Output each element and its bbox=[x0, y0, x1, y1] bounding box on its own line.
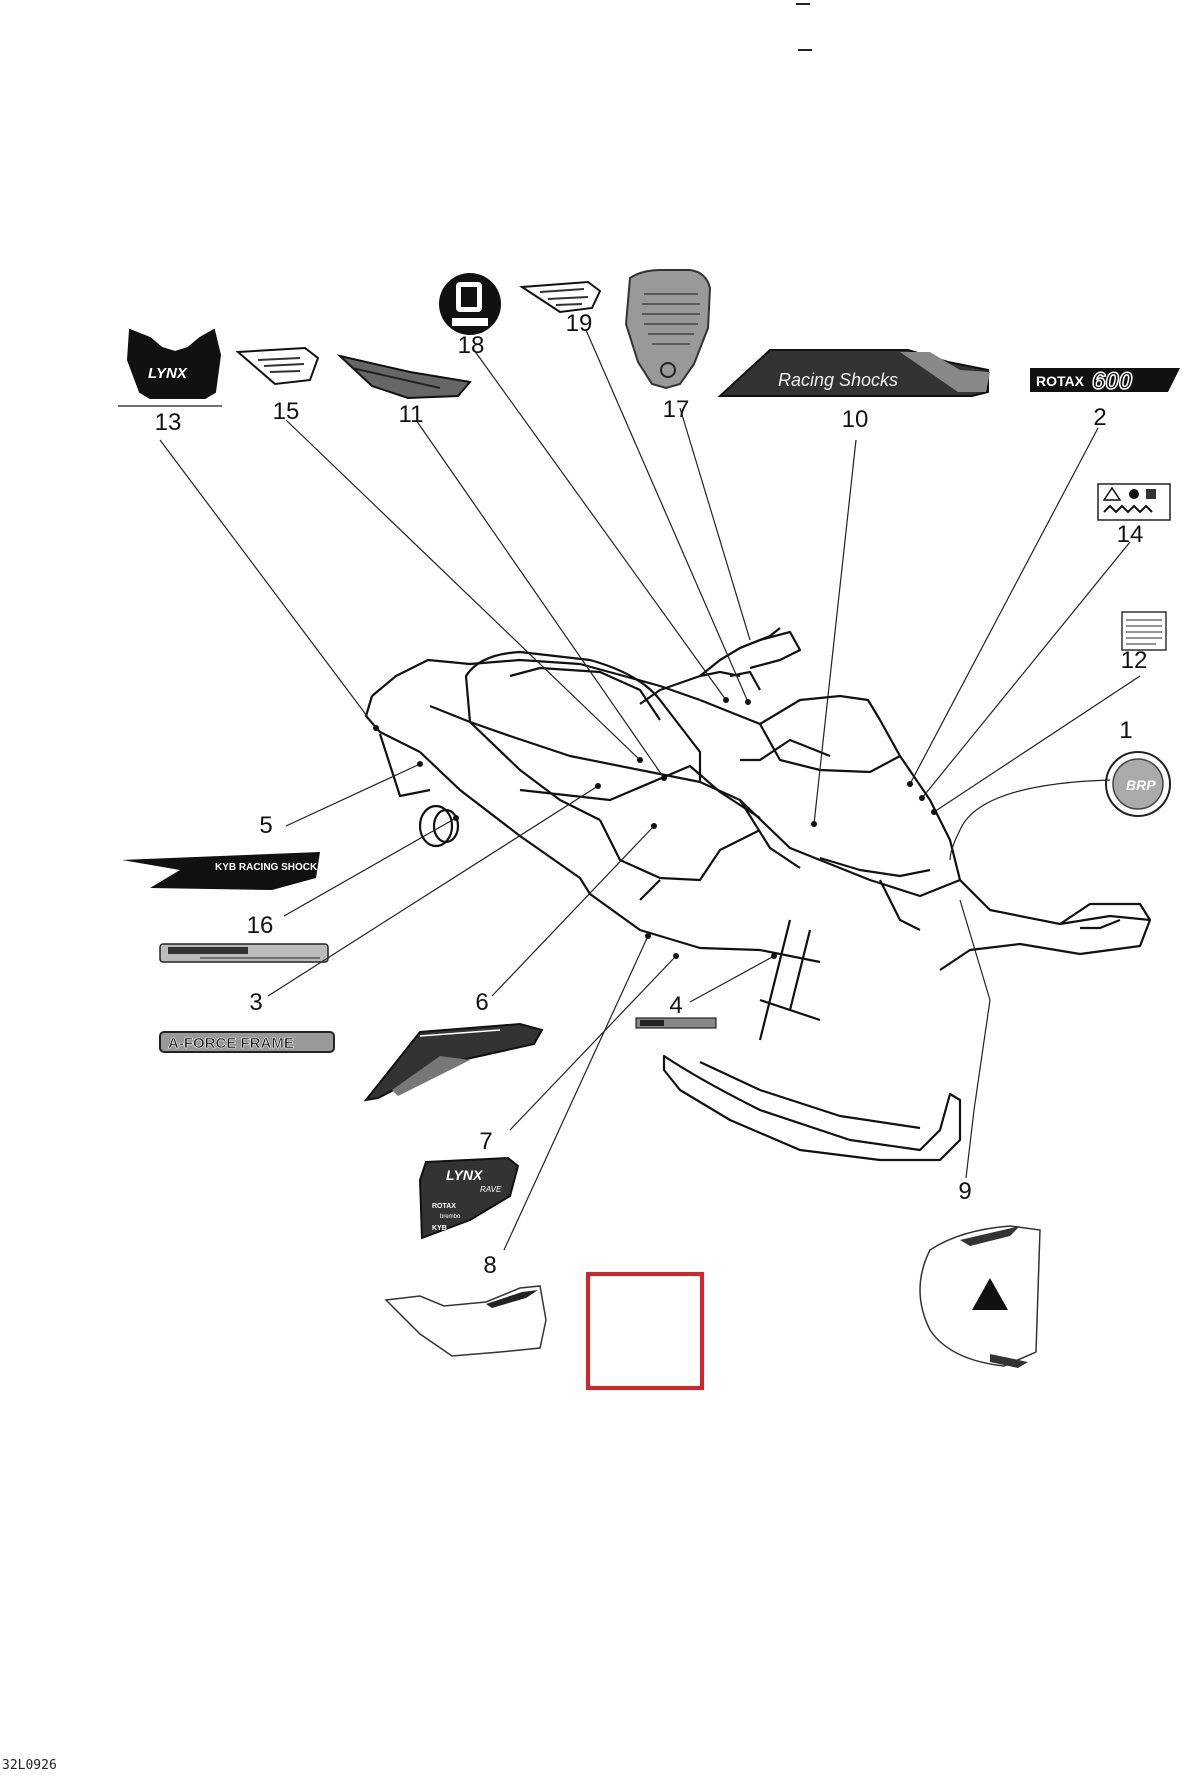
callout-10: 10 bbox=[841, 406, 869, 433]
callout-13: 13 bbox=[154, 409, 182, 436]
decal-3: A-FORCE FRAME bbox=[159, 1031, 335, 1053]
callout-2: 2 bbox=[1093, 404, 1107, 431]
decal-5: KYB RACING SHOCKS bbox=[122, 852, 324, 890]
decal-13-logo-text: LYNX bbox=[148, 365, 188, 382]
decal-1: BRP bbox=[1105, 751, 1171, 817]
decal-18 bbox=[439, 273, 501, 335]
decal-11 bbox=[336, 354, 472, 400]
top-marks bbox=[796, 3, 812, 51]
decal-16 bbox=[159, 943, 329, 963]
decal-14 bbox=[1097, 483, 1171, 521]
decal-7-rave: RAVE bbox=[480, 1185, 502, 1194]
hood-decal bbox=[919, 1225, 1041, 1368]
decal-7-brembo: brembo bbox=[440, 1214, 461, 1220]
callout-4: 4 bbox=[669, 992, 683, 1019]
callout-14: 14 bbox=[1116, 521, 1144, 548]
callout-12: 12 bbox=[1120, 647, 1148, 674]
decal-1-text: BRP bbox=[1126, 777, 1156, 793]
callout-19: 19 bbox=[565, 310, 593, 337]
leader-lines bbox=[159, 329, 1141, 1251]
drawing-code: 32L0926 bbox=[2, 1758, 57, 1773]
callout-15: 15 bbox=[272, 398, 300, 425]
decal-7: LYNX RAVE ROTAX brembo KYB bbox=[418, 1156, 520, 1240]
decal-7-logo: LYNX bbox=[446, 1167, 484, 1183]
callout-8: 8 bbox=[483, 1252, 497, 1279]
leader-dots bbox=[373, 697, 937, 959]
decal-17 bbox=[624, 269, 712, 390]
decal-8 bbox=[384, 1285, 547, 1357]
decal-6 bbox=[363, 1022, 544, 1102]
decal-2-number: 600 bbox=[1092, 368, 1133, 395]
decal-7-rotax: ROTAX bbox=[432, 1203, 456, 1210]
decal-10: Racing Shocks bbox=[717, 349, 990, 397]
highlight-box bbox=[586, 1272, 704, 1390]
decal-15 bbox=[235, 346, 320, 386]
callout-11: 11 bbox=[398, 401, 424, 428]
decal-4 bbox=[635, 1017, 717, 1029]
callout-18: 18 bbox=[457, 332, 485, 359]
callout-1: 1 bbox=[1119, 717, 1133, 744]
decal-3-text: A-FORCE FRAME bbox=[168, 1035, 294, 1052]
decal-19 bbox=[519, 280, 602, 314]
callout-6: 6 bbox=[475, 989, 489, 1016]
callout-7: 7 bbox=[479, 1128, 493, 1155]
decal-2-text: ROTAX bbox=[1036, 373, 1085, 389]
callout-16: 16 bbox=[246, 912, 274, 939]
snowmobile-outline bbox=[364, 627, 1152, 1162]
decal-2: ROTAX 600 bbox=[1030, 367, 1180, 396]
decal-12 bbox=[1121, 611, 1167, 651]
callout-9: 9 bbox=[958, 1178, 972, 1205]
callout-5: 5 bbox=[259, 812, 273, 839]
decal-7-kyb: KYB bbox=[432, 1225, 447, 1232]
decal-5-text: KYB RACING SHOCKS bbox=[215, 862, 324, 873]
callout-3: 3 bbox=[249, 989, 263, 1016]
decal-10-text: Racing Shocks bbox=[778, 370, 898, 390]
decal-13: LYNX bbox=[118, 328, 222, 407]
callout-17: 17 bbox=[662, 396, 690, 423]
